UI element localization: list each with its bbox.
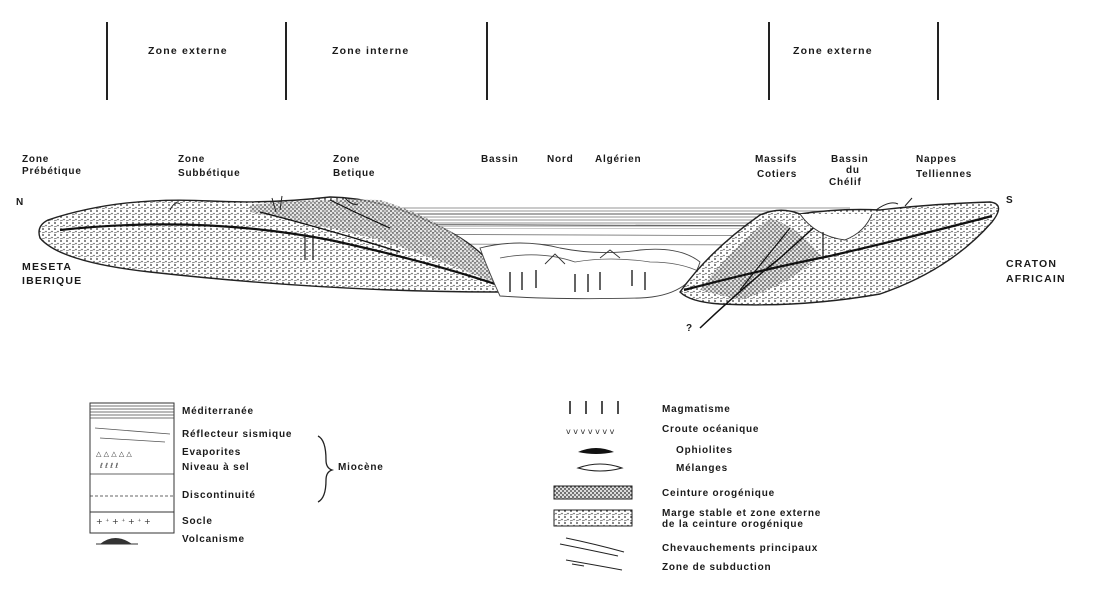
legend-croute-label: Croute océanique: [662, 424, 759, 435]
legend-marge-swatch: [554, 510, 632, 526]
legend-ceinture-swatch: [554, 486, 632, 499]
legend-subduction-label: Zone de subduction: [662, 562, 771, 573]
legend-marge-label-line2: de la ceinture orogénique: [662, 519, 804, 530]
legend-ophiolites-swatch: [578, 448, 614, 454]
legend-melanges-label: Mélanges: [676, 463, 728, 474]
legend-ceinture-label: Ceinture orogénique: [662, 488, 775, 499]
legend-marge-label-line1: Marge stable et zone externe: [662, 508, 821, 519]
legend-subduction-swatch: [566, 560, 622, 570]
legend-croute-swatch: v v v v v v v: [566, 427, 615, 436]
legend-ophiolites-label: Ophiolites: [676, 445, 733, 456]
legend-magmatisme-label: Magmatisme: [662, 404, 731, 415]
legend-chevauchements-swatch: [560, 538, 624, 556]
legend-magmatisme-swatch: [570, 401, 618, 414]
legend-chevauchements-label: Chevauchements principaux: [662, 543, 818, 554]
legend-melanges-swatch: [578, 464, 622, 471]
